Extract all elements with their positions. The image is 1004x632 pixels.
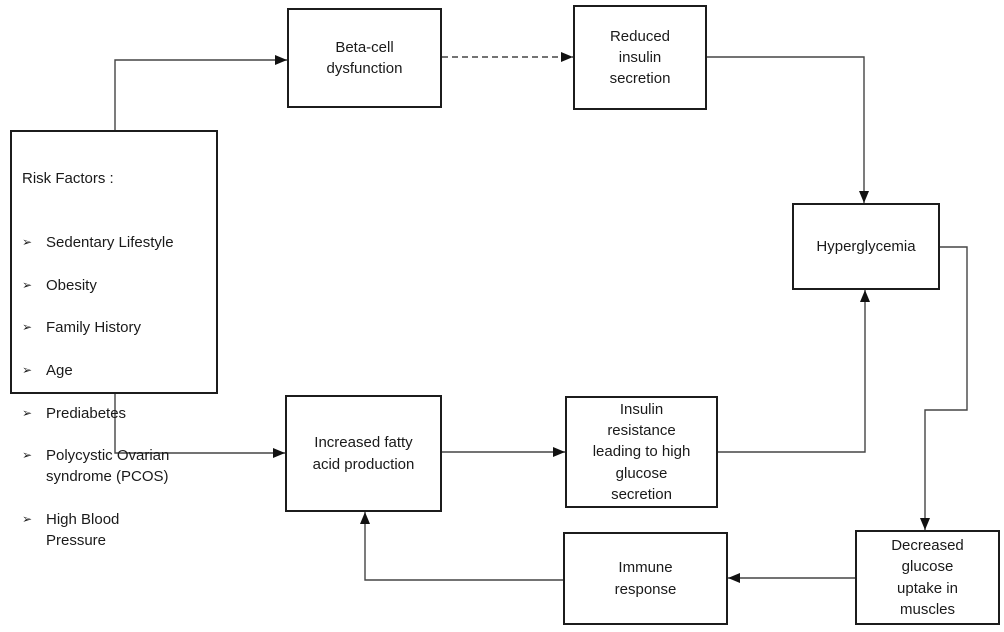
list-item: ➢ Prediabetes [22,403,212,424]
risk-factors-list: ➢ Sedentary Lifestyle ➢ Obesity ➢ Family… [22,211,212,573]
list-item: ➢ Family History [22,317,212,338]
arrow-bullet-icon: ➢ [22,512,33,527]
arrow-bullet-icon: ➢ [22,320,33,335]
arrow-bullet-icon: ➢ [22,362,33,377]
risk-factor-label: Sedentary Lifestyle [46,234,174,252]
risk-factor-label: High Blood Pressure [46,511,120,550]
edge-risk-to-fattyacid [114,394,285,458]
node-reduced-insulin-secretion: Reduced insulin secretion [573,5,707,110]
risk-factor-label: Polycystic Ovarian syndrome (PCOS) [46,447,170,486]
list-item: ➢ High Blood Pressure [22,509,212,552]
arrow-bullet-icon: ➢ [22,235,33,250]
node-insulin-resistance: Insulin resistance leading to high gluco… [565,396,718,508]
list-item: ➢ Sedentary Lifestyle [22,232,212,253]
risk-factors-title: Risk Factors : [22,170,114,188]
edge-insulinresistance-to-hyperglycemia [718,290,870,453]
arrow-bullet-icon: ➢ [22,405,33,420]
risk-factor-label: Family History [46,319,142,337]
risk-factor-label: Obesity [46,276,97,294]
list-item: ➢ Obesity [22,275,212,296]
risk-factor-label: Prediabetes [46,404,127,422]
edge-reducedinsulin-to-hyperglycemia [707,56,869,203]
node-immune-response: Immune response [563,532,728,625]
node-hyperglycemia: Hyperglycemia [792,203,940,290]
list-item: ➢ Polycystic Ovarian syndrome (PCOS) [22,445,212,488]
node-risk-factors: Risk Factors : ➢ Sedentary Lifestyle ➢ O… [10,130,218,549]
risk-factor-label: Age [46,361,73,379]
arrow-bullet-icon: ➢ [22,277,33,292]
edge-risk-to-betacell [114,55,287,130]
edge-hyperglycemia-to-decreasedglucose [920,246,968,530]
arrow-bullet-icon: ➢ [22,448,33,463]
node-decreased-glucose-uptake: Decreased glucose uptake in muscles [855,530,1000,625]
edge-immune-to-fattyacid [360,512,563,581]
list-item: ➢ Age [22,360,212,381]
node-beta-cell-dysfunction: Beta-cell dysfunction [287,8,442,108]
node-increased-fatty-acid-production: Increased fatty acid production [285,395,442,512]
